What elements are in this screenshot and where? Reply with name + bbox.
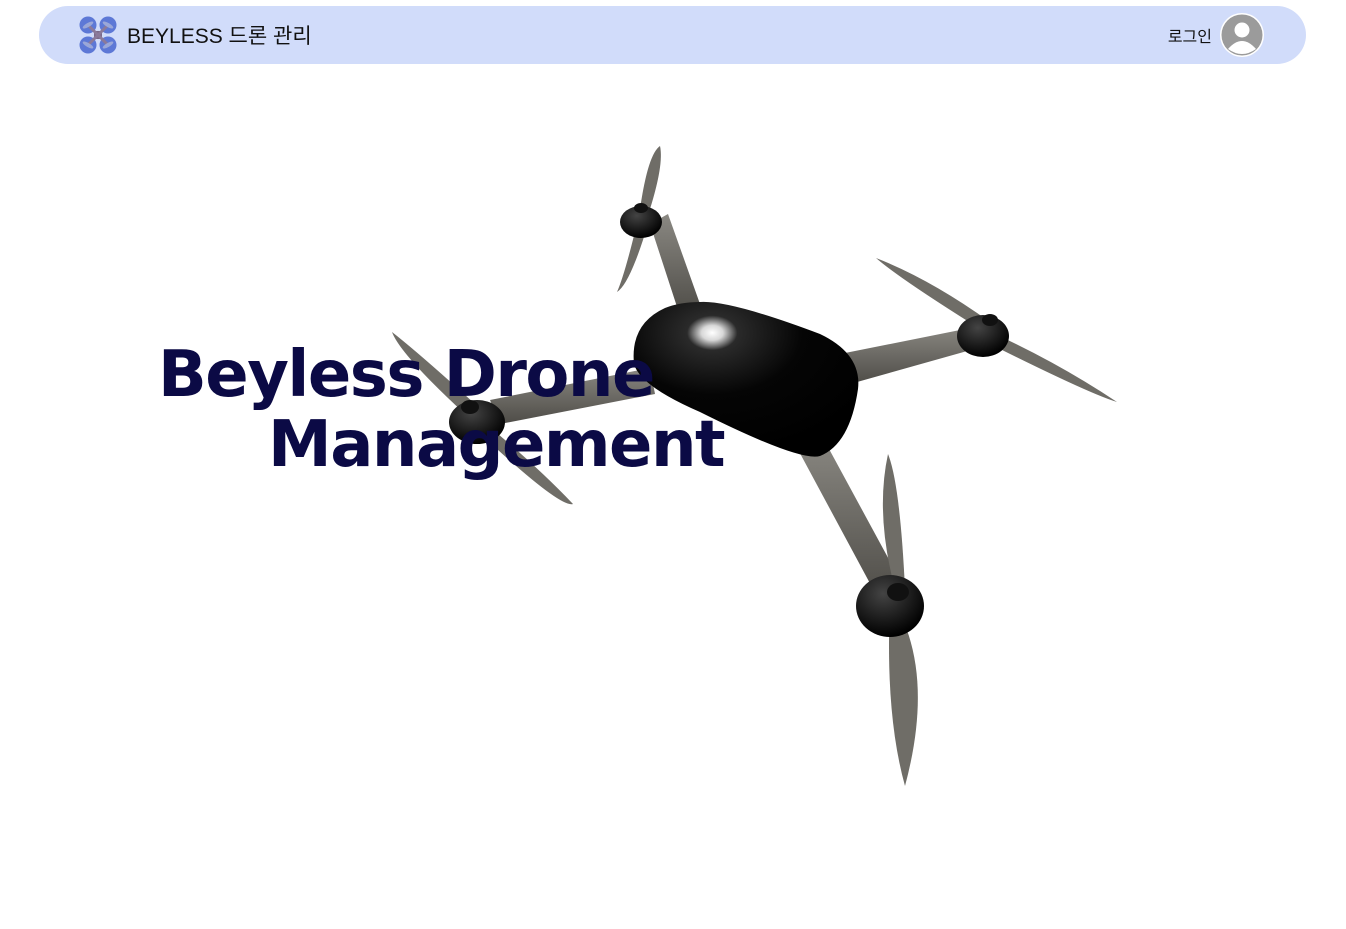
hero-title: Beyless Drone Management	[158, 338, 726, 482]
drone-logo-icon	[79, 16, 117, 54]
nav-right: 로그인	[1168, 13, 1264, 57]
brand-title: BEYLESS 드론 관리	[127, 25, 312, 48]
hero-title-line-1: Beyless Drone	[158, 338, 655, 412]
login-link[interactable]: 로그인	[1167, 29, 1212, 46]
hero-title-line-2: Management	[268, 408, 726, 482]
top-navbar: BEYLESS 드론 관리 로그인	[39, 6, 1306, 64]
brand-link[interactable]: BEYLESS 드론 관리	[79, 16, 312, 54]
user-avatar-icon[interactable]	[1220, 13, 1264, 57]
hero-section: Beyless Drone Management	[0, 64, 1346, 929]
quadcopter-drone-illustration	[392, 146, 1117, 786]
